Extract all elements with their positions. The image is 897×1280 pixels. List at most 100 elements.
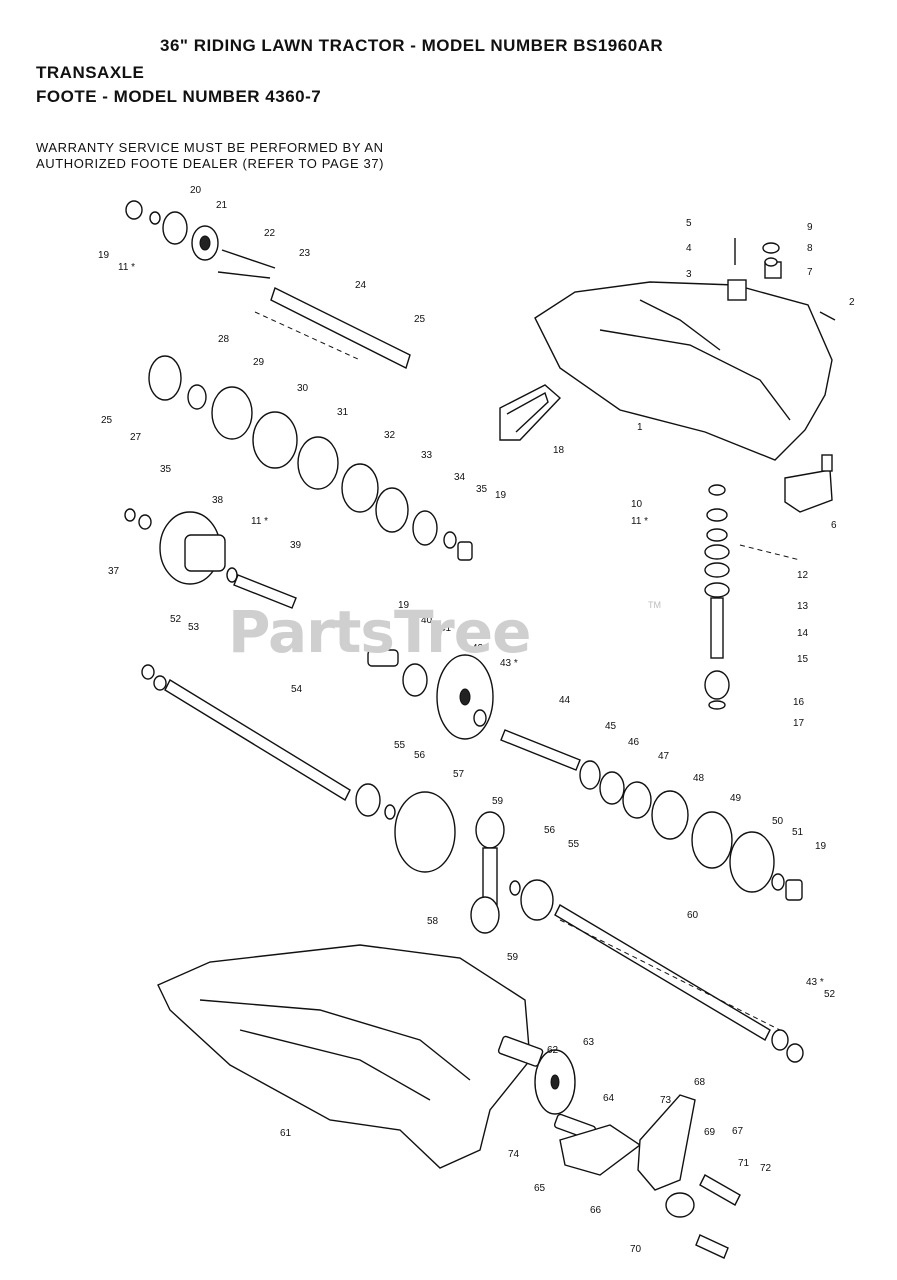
part-number-label: 35 xyxy=(476,484,488,495)
page-title: 36" RIDING LAWN TRACTOR - MODEL NUMBER B… xyxy=(160,36,664,55)
part-number-label: 67 xyxy=(732,1126,744,1137)
part-number-label: 19 xyxy=(815,841,827,852)
part-number-label: 31 xyxy=(337,407,349,418)
part-number-label: 28 xyxy=(218,334,230,345)
part-number-label: 11 * xyxy=(118,262,135,273)
part-number-label: 24 xyxy=(355,280,367,291)
part-number-label: 56 xyxy=(544,825,556,836)
part-number-label: 60 xyxy=(687,910,699,921)
part-number-label: 73 xyxy=(660,1095,672,1106)
part-number-label: 39 xyxy=(290,540,302,551)
part-number-label: 58 xyxy=(427,916,439,927)
part-number-label: 53 xyxy=(188,622,200,633)
case-top-group xyxy=(534,238,836,461)
part-number-label: 50 xyxy=(772,816,784,827)
watermark-trademark: TM xyxy=(648,600,661,610)
part-number-label: 21 xyxy=(216,200,228,211)
part-number-label: 12 xyxy=(797,570,809,581)
part-number-label: 13 xyxy=(797,601,809,612)
part-number-label: 38 xyxy=(212,495,224,506)
part-number-label: 49 xyxy=(730,793,742,804)
part-number-label: 51 xyxy=(792,827,804,838)
part-number-label: 61 xyxy=(280,1128,292,1139)
part-number-label: 70 xyxy=(630,1244,642,1255)
part-number-label: 8 xyxy=(807,243,813,254)
part-number-label: 22 xyxy=(264,228,276,239)
part-number-label: 19 xyxy=(495,490,507,501)
part-number-label: 59 xyxy=(492,796,504,807)
part-number-label: 25 xyxy=(101,415,113,426)
part-number-label: 32 xyxy=(384,430,396,441)
part-number-label: 72 xyxy=(760,1163,772,1174)
part-number-label: 23 xyxy=(299,248,311,259)
part-number-label: 34 xyxy=(454,472,466,483)
part-number-label: 66 xyxy=(590,1205,602,1216)
case-bottom-group xyxy=(157,944,531,1169)
part-number-label: 27 xyxy=(130,432,142,443)
part-number-label: 68 xyxy=(694,1077,706,1088)
section-title: TRANSAXLE xyxy=(36,63,145,82)
part-number-label: 52 xyxy=(824,989,836,1000)
chain-group xyxy=(499,384,562,441)
warranty-note: WARRANTY SERVICE MUST BE PERFORMED BY AN… xyxy=(36,140,384,172)
shift-shaft-group xyxy=(704,484,801,710)
part-number-label: 74 xyxy=(508,1149,520,1160)
bracket-group xyxy=(784,454,833,513)
part-number-label: 37 xyxy=(108,566,120,577)
part-number-label: 30 xyxy=(297,383,309,394)
part-number-label: 44 xyxy=(559,695,571,706)
part-number-label: 41 xyxy=(440,623,452,634)
middle-gear-train xyxy=(500,729,804,1063)
part-number-label: 48 xyxy=(693,773,705,784)
warranty-note-line: AUTHORIZED FOOTE DEALER (REFER TO PAGE 3… xyxy=(36,156,385,171)
part-number-label: 18 xyxy=(553,445,565,456)
part-number-label: 1 xyxy=(637,422,643,433)
part-number-label: 46 xyxy=(628,737,640,748)
part-number-label: 56 xyxy=(414,750,426,761)
part-number-label: 7 xyxy=(807,267,813,278)
part-number-label: 5 xyxy=(686,218,692,229)
upper-shaft-group xyxy=(125,200,411,369)
part-number-label: 55 xyxy=(568,839,580,850)
part-number-label: 19 xyxy=(398,600,410,611)
part-number-label: 16 xyxy=(793,697,805,708)
part-number-label: 62 xyxy=(547,1045,559,1056)
part-number-label: 71 xyxy=(738,1158,750,1169)
watermark-text: PartsTree xyxy=(228,598,531,666)
part-number-label: 42 xyxy=(472,643,484,654)
part-number-label: 19 xyxy=(98,250,110,261)
part-number-label: 20 xyxy=(190,185,202,196)
part-number-label: 43 * xyxy=(500,658,518,669)
part-number-label: 14 xyxy=(797,628,809,639)
part-number-label: 4 xyxy=(686,243,692,254)
part-number-label: 10 xyxy=(631,499,643,510)
part-number-label: 43 * xyxy=(806,977,824,988)
brake-assembly-group xyxy=(497,1035,741,1259)
part-number-label: 59 xyxy=(507,952,519,963)
model-title: FOOTE - MODEL NUMBER 4360-7 xyxy=(36,87,322,106)
part-number-label: 6 xyxy=(831,520,837,531)
part-number-label: 54 xyxy=(291,684,303,695)
part-number-label: 65 xyxy=(534,1183,546,1194)
part-number-label: 15 xyxy=(797,654,809,665)
part-number-label: 57 xyxy=(453,769,465,780)
part-number-label: 45 xyxy=(605,721,617,732)
brake-disc-group xyxy=(367,649,494,740)
part-number-label: 11 * xyxy=(631,516,648,527)
exploded-drawing xyxy=(124,200,836,1259)
part-number-label: 29 xyxy=(253,357,265,368)
part-number-label: 35 xyxy=(160,464,172,475)
part-number-label: 2 xyxy=(849,297,855,308)
part-number-label: 25 xyxy=(414,314,426,325)
part-number-label: 63 xyxy=(583,1037,595,1048)
warranty-note-line: WARRANTY SERVICE MUST BE PERFORMED BY AN xyxy=(36,140,384,155)
cluster-gear-group xyxy=(124,508,297,609)
part-number-label: 17 xyxy=(793,718,805,729)
part-number-label: 40 xyxy=(421,615,433,626)
part-number-label: 33 xyxy=(421,450,433,461)
part-number-label: 9 xyxy=(807,222,813,233)
part-number-label: 55 xyxy=(394,740,406,751)
